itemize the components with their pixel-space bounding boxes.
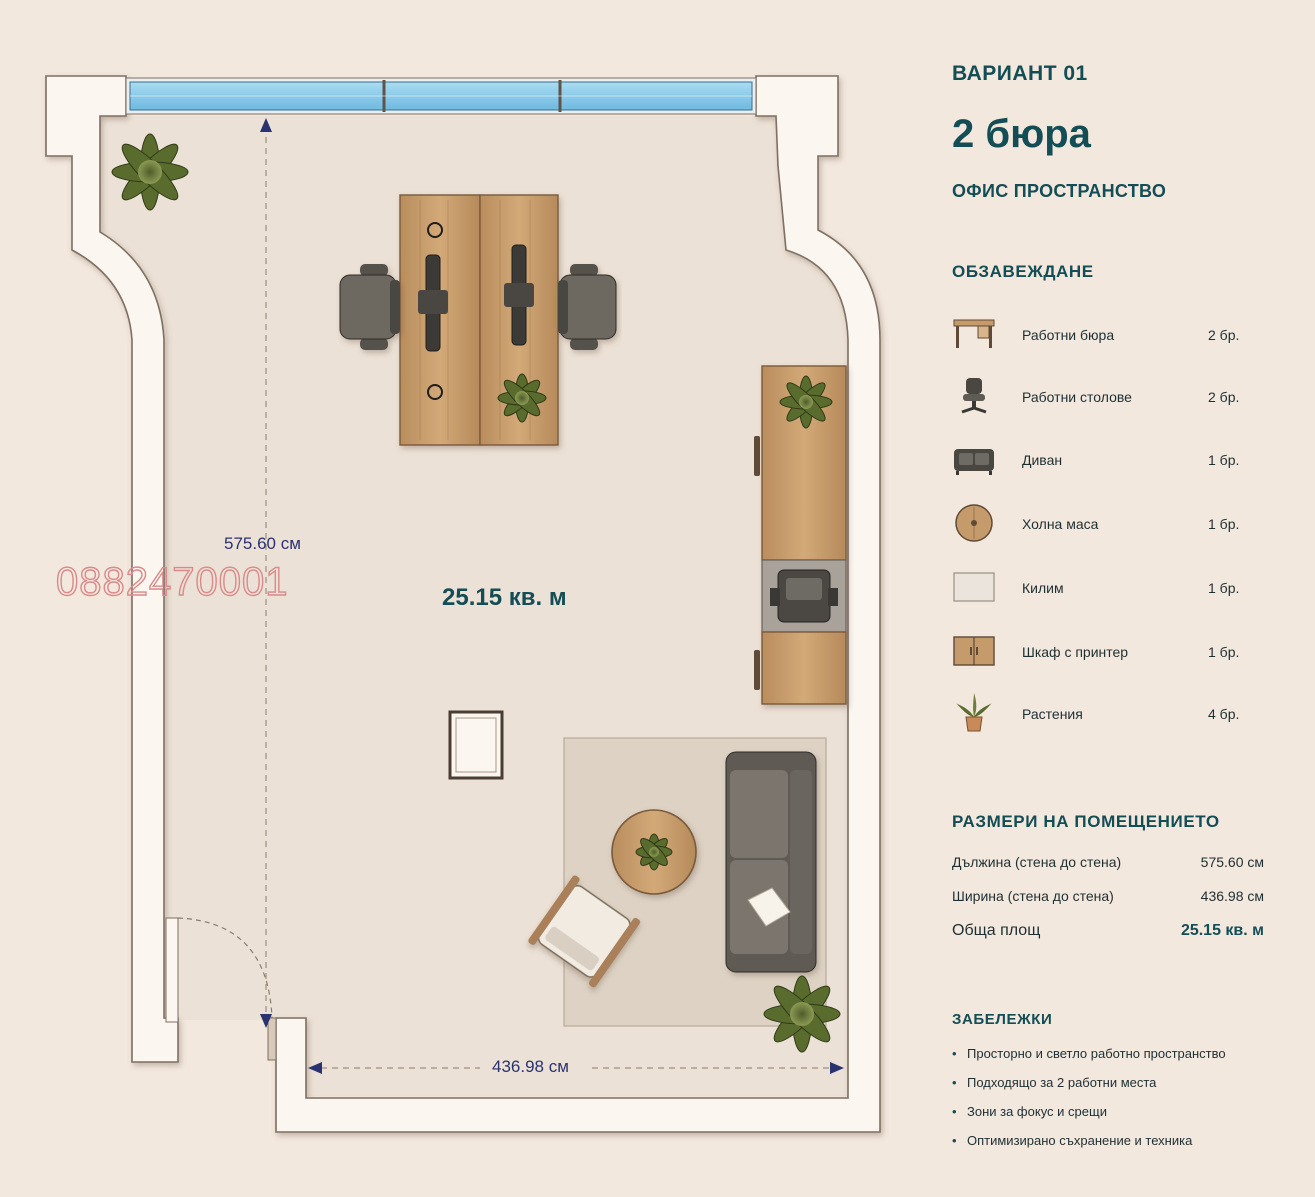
- length-value: 575.60 см: [1200, 854, 1264, 870]
- height-dimension-label: 575.60 см: [224, 534, 301, 553]
- furniture-row: Работни столове 2 бр.: [952, 374, 1252, 424]
- page-subtitle: ОФИС ПРОСТРАНСТВО: [952, 181, 1167, 201]
- furniture-qty: 1 бр.: [1208, 452, 1240, 468]
- cable-grommet-icon: [427, 222, 443, 400]
- furniture-qty: 1 бр.: [1208, 580, 1240, 596]
- furniture-row: Работни бюра 2 бр.: [952, 312, 1252, 362]
- height-dimension-line: [260, 118, 272, 1028]
- window: [125, 77, 757, 115]
- note-item: Просторно и светло работно пространство: [952, 1046, 1226, 1061]
- furniture-name: Работни бюра: [1022, 327, 1115, 343]
- monitor-right: [504, 244, 534, 346]
- wall-right: [275, 75, 881, 1133]
- plant-top-left: [111, 133, 189, 211]
- width-label: Ширина (стена до стена): [952, 888, 1114, 904]
- furniture-qty: 1 бр.: [1208, 516, 1240, 532]
- furniture-row: Диван 1 бр.: [952, 437, 1252, 487]
- sofa: [725, 751, 817, 973]
- door: [165, 917, 277, 1061]
- furniture-name: Растения: [1022, 706, 1083, 722]
- furniture-name: Килим: [1022, 580, 1064, 596]
- office-chair-left: [339, 264, 400, 350]
- floor-hatch: [448, 710, 504, 780]
- monitor-left: [418, 254, 448, 352]
- round-table-icon: [955, 504, 993, 542]
- plant-bottom-right: [763, 975, 841, 1053]
- notes-heading: ЗАБЕЛЕЖКИ: [952, 1011, 1053, 1028]
- dimensions-heading: РАЗМЕРИ НА ПОМЕЩЕНИЕТО: [952, 812, 1220, 831]
- width-value: 436.98 см: [1200, 888, 1264, 904]
- office-chair-icon: [961, 378, 987, 414]
- sofa-icon: [954, 449, 994, 475]
- variant-label: ВАРИАНТ 01: [952, 62, 1088, 85]
- office-chair-right: [558, 264, 617, 350]
- furniture-qty: 2 бр.: [1208, 327, 1240, 343]
- plant-cabinet: [779, 375, 833, 429]
- note-item: Подходящо за 2 работни места: [952, 1075, 1156, 1090]
- furniture-name: Холна маса: [1022, 516, 1099, 532]
- plant-table: [635, 833, 673, 871]
- furniture-qty: 4 бр.: [1208, 706, 1240, 722]
- width-dimension-line: [308, 1062, 844, 1074]
- plant-icon: [956, 693, 992, 732]
- printer: [770, 569, 838, 623]
- length-label: Дължина (стена до стена): [952, 854, 1122, 870]
- furniture-name: Диван: [1022, 452, 1063, 468]
- total-area-value: 25.15 кв. м: [1180, 922, 1264, 939]
- note-item: Оптимизирано съхранение и техника: [952, 1133, 1192, 1148]
- furniture-row: Холна маса 1 бр.: [952, 501, 1252, 551]
- furniture-heading: ОБЗАВЕЖДАНЕ: [952, 262, 1094, 281]
- furniture-row: Шкаф с принтер 1 бр.: [952, 629, 1252, 679]
- page-title: 2 бюра: [952, 112, 1091, 156]
- note-item: Зони за фокус и срещи: [952, 1104, 1107, 1119]
- watermark-phone: 0882470001: [55, 559, 289, 604]
- area-label: 25.15 кв. м: [442, 584, 567, 611]
- width-dimension-label: 436.98 см: [492, 1057, 569, 1076]
- total-area-label: Обща площ: [952, 922, 1041, 939]
- furniture-row: Килим 1 бр.: [952, 565, 1252, 615]
- plant-desk: [497, 373, 547, 423]
- armchair: [528, 875, 641, 988]
- rug-icon: [953, 572, 995, 602]
- furniture-row: Растения 4 бр.: [952, 691, 1252, 741]
- furniture-name: Работни столове: [1022, 389, 1132, 405]
- furniture-name: Шкаф с принтер: [1022, 644, 1129, 660]
- cabinet-icon: [953, 636, 995, 666]
- desk-icon: [953, 319, 995, 348]
- furniture-qty: 1 бр.: [1208, 644, 1240, 660]
- floor-plan: [45, 75, 881, 1133]
- furniture-qty: 2 бр.: [1208, 389, 1240, 405]
